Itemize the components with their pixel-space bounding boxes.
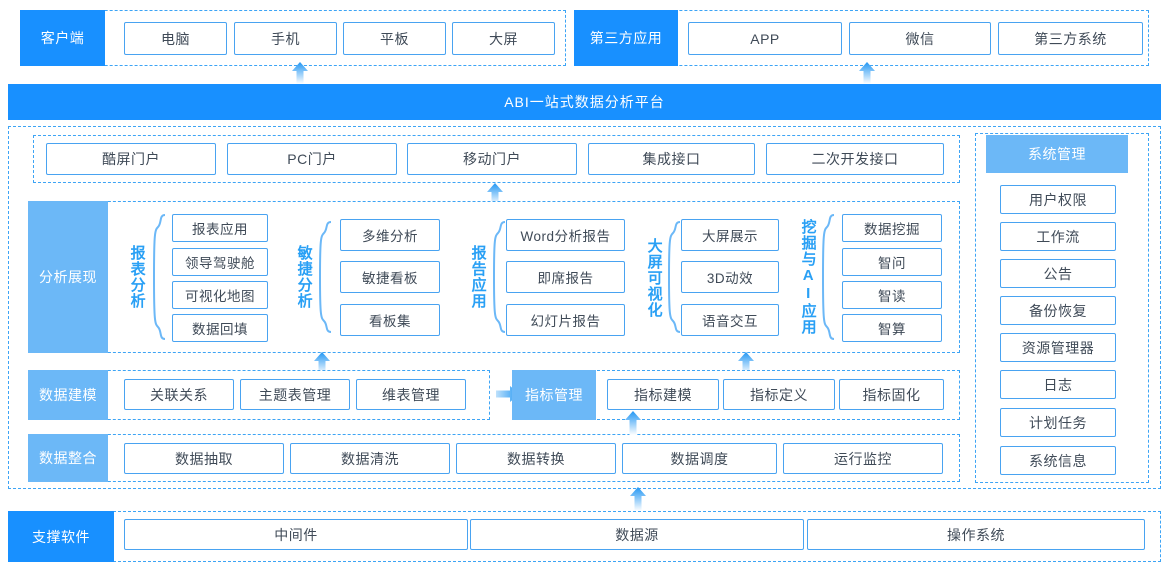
analysis-group-3-item-1[interactable]: 3D动效 xyxy=(681,261,779,293)
system-panel-item-7[interactable]: 系统信息 xyxy=(1000,446,1116,475)
system-panel-label: 系统管理 xyxy=(986,135,1128,173)
analysis-group-1-item-2[interactable]: 看板集 xyxy=(340,304,440,336)
analysis-group-1-label: 敏捷分析 xyxy=(295,245,313,309)
metric-item-0[interactable]: 指标建模 xyxy=(607,379,719,410)
analysis-group-1-brace-icon xyxy=(318,220,332,334)
portal-up-arrow-icon xyxy=(484,183,506,205)
analysis-up-arrow-right-icon xyxy=(735,352,757,374)
analysis-group-3-item-2[interactable]: 语音交互 xyxy=(681,304,779,336)
metric-lane-label: 指标管理 xyxy=(512,370,596,420)
platform-title-bar: ABI一站式数据分析平台 xyxy=(8,84,1161,120)
analysis-up-arrow-left-icon xyxy=(311,352,333,374)
thirdparty-lane-label: 第三方应用 xyxy=(574,10,678,66)
analysis-group-3-item-0[interactable]: 大屏展示 xyxy=(681,219,779,251)
modeling-lane-label: 数据建模 xyxy=(28,370,108,420)
system-panel-item-4[interactable]: 资源管理器 xyxy=(1000,333,1116,362)
modeling-item-0[interactable]: 关联关系 xyxy=(124,379,234,410)
thirdparty-item-0[interactable]: APP xyxy=(688,22,842,55)
analysis-group-2-label: 报告应用 xyxy=(469,245,487,309)
analysis-group-0-label: 报表分析 xyxy=(128,245,146,309)
system-panel-item-6[interactable]: 计划任务 xyxy=(1000,408,1116,437)
system-panel-item-3[interactable]: 备份恢复 xyxy=(1000,296,1116,325)
portal-item-0[interactable]: 酷屏门户 xyxy=(46,143,216,175)
analysis-group-4-item-2[interactable]: 智读 xyxy=(842,281,942,309)
client-item-3[interactable]: 大屏 xyxy=(452,22,555,55)
analysis-group-0-item-0[interactable]: 报表应用 xyxy=(172,214,268,242)
analysis-group-2-item-1[interactable]: 即席报告 xyxy=(506,261,625,293)
support-item-1[interactable]: 数据源 xyxy=(470,519,804,550)
analysis-group-3-label: 大屏可视化 xyxy=(645,238,663,318)
thirdparty-item-2[interactable]: 第三方系统 xyxy=(998,22,1143,55)
integration-item-1[interactable]: 数据清洗 xyxy=(290,443,450,474)
metric-item-2[interactable]: 指标固化 xyxy=(839,379,944,410)
analysis-group-0-brace-icon xyxy=(152,213,166,341)
analysis-group-4-item-0[interactable]: 数据挖掘 xyxy=(842,214,942,242)
portal-item-1[interactable]: PC门户 xyxy=(227,143,397,175)
analysis-group-4-brace-icon xyxy=(821,213,835,341)
analysis-group-4-label: 挖掘与AI应用 xyxy=(799,219,817,335)
integration-up-arrow-icon xyxy=(622,411,644,435)
integration-item-0[interactable]: 数据抽取 xyxy=(124,443,284,474)
portal-item-2[interactable]: 移动门户 xyxy=(407,143,577,175)
analysis-group-0-item-3[interactable]: 数据回填 xyxy=(172,314,268,342)
analysis-group-3-brace-icon xyxy=(667,220,681,334)
system-panel-item-5[interactable]: 日志 xyxy=(1000,370,1116,399)
support-lane-label: 支撑软件 xyxy=(8,511,114,562)
integration-lane-label: 数据整合 xyxy=(28,434,108,482)
modeling-item-2[interactable]: 维表管理 xyxy=(356,379,466,410)
support-item-0[interactable]: 中间件 xyxy=(124,519,468,550)
metric-item-1[interactable]: 指标定义 xyxy=(723,379,835,410)
integration-item-4[interactable]: 运行监控 xyxy=(783,443,943,474)
portal-item-4[interactable]: 二次开发接口 xyxy=(766,143,944,175)
integration-item-2[interactable]: 数据转换 xyxy=(456,443,616,474)
analysis-group-2-brace-icon xyxy=(492,220,506,334)
analysis-lane-label: 分析展现 xyxy=(28,201,108,353)
analysis-group-2-item-2[interactable]: 幻灯片报告 xyxy=(506,304,625,336)
analysis-group-4-item-1[interactable]: 智问 xyxy=(842,248,942,276)
client-item-1[interactable]: 手机 xyxy=(234,22,337,55)
thirdparty-up-arrow-icon xyxy=(856,62,878,84)
analysis-group-2-item-0[interactable]: Word分析报告 xyxy=(506,219,625,251)
client-item-2[interactable]: 平板 xyxy=(343,22,446,55)
integration-item-3[interactable]: 数据调度 xyxy=(622,443,777,474)
analysis-group-4-item-3[interactable]: 智算 xyxy=(842,314,942,342)
system-panel-item-1[interactable]: 工作流 xyxy=(1000,222,1116,251)
support-item-2[interactable]: 操作系统 xyxy=(807,519,1145,550)
portal-item-3[interactable]: 集成接口 xyxy=(588,143,755,175)
system-panel-item-2[interactable]: 公告 xyxy=(1000,259,1116,288)
modeling-item-1[interactable]: 主题表管理 xyxy=(240,379,350,410)
analysis-group-0-item-1[interactable]: 领导驾驶舱 xyxy=(172,248,268,276)
analysis-group-1-item-0[interactable]: 多维分析 xyxy=(340,219,440,251)
client-lane-label: 客户端 xyxy=(20,10,105,66)
support-up-arrow-icon xyxy=(627,487,649,511)
system-panel-item-0[interactable]: 用户权限 xyxy=(1000,185,1116,214)
thirdparty-item-1[interactable]: 微信 xyxy=(849,22,991,55)
analysis-group-1-item-1[interactable]: 敏捷看板 xyxy=(340,261,440,293)
client-up-arrow-icon xyxy=(289,62,311,84)
client-item-0[interactable]: 电脑 xyxy=(124,22,227,55)
analysis-group-0-item-2[interactable]: 可视化地图 xyxy=(172,281,268,309)
